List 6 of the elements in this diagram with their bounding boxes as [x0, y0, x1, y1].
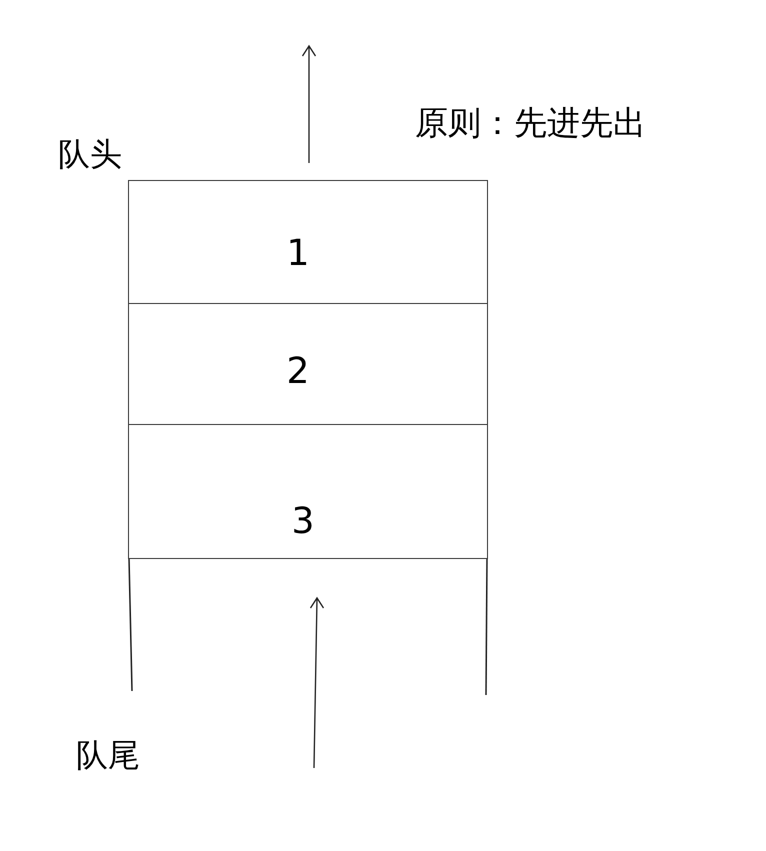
- principle-note: 原则：先进先出: [415, 106, 646, 139]
- side-label: 队头: [58, 138, 122, 170]
- queue-cell: 3: [128, 424, 488, 559]
- side-label: 队尾: [76, 739, 140, 771]
- queue-cell: 2: [128, 303, 488, 425]
- queue-cell: 1: [128, 180, 488, 304]
